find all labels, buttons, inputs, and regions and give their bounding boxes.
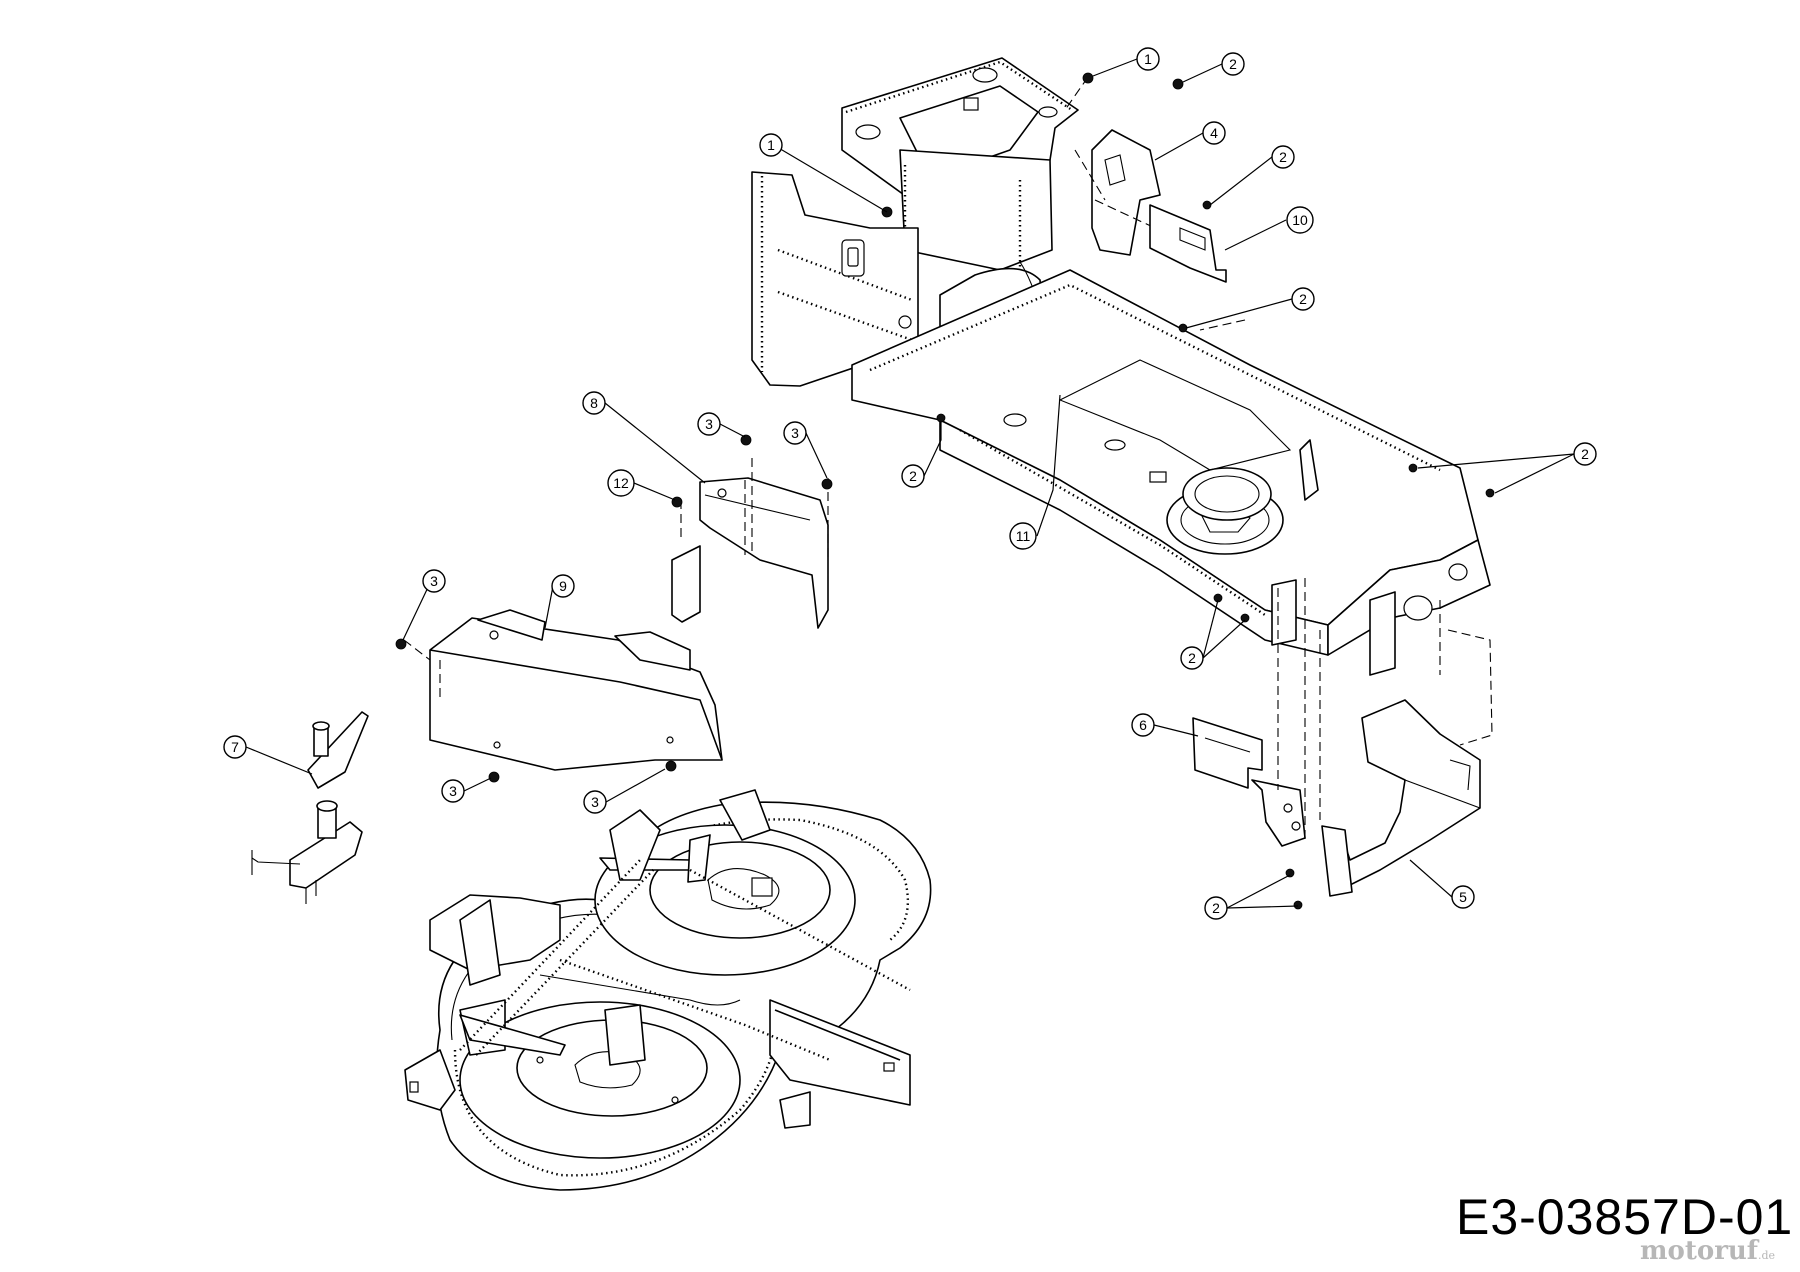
callout-7: 7 (223, 735, 247, 759)
callout-label: 7 (231, 739, 239, 755)
callout-2-top: 2 (1221, 52, 1245, 76)
callout-label: 3 (705, 416, 713, 432)
callout-2-frame-bottom: 2 (901, 464, 925, 488)
callout-2-mid-right: 2 (1180, 646, 1204, 670)
watermark-suffix: .de (1758, 1249, 1776, 1262)
part-5-bracket (1251, 699, 1481, 897)
callout-label: 9 (559, 578, 567, 594)
callout-label: 3 (430, 573, 438, 589)
main-frame (751, 57, 1491, 676)
leader-lines (245, 58, 1575, 909)
callout-3-upper-a: 3 (697, 412, 721, 436)
part-9-shroud (429, 609, 723, 771)
callout-label: 1 (767, 137, 775, 153)
callout-label: 12 (613, 475, 629, 491)
callout-11: 11 (1009, 522, 1037, 550)
callout-4: 4 (1202, 121, 1226, 145)
part-8-bracket (671, 477, 829, 629)
callout-label: 11 (1016, 528, 1031, 544)
callout-9: 9 (551, 574, 575, 598)
part-6-plate (1192, 717, 1263, 789)
callout-label: 6 (1139, 717, 1147, 733)
callout-label: 2 (909, 468, 917, 484)
callout-1-top: 1 (1136, 47, 1160, 71)
callout-label: 2 (1299, 291, 1307, 307)
part-7-idler (251, 711, 369, 904)
watermark-logo: motoruf.de (1640, 1236, 1775, 1266)
bracket-10 (1149, 204, 1227, 283)
watermark-brand: motoruf (1640, 1236, 1758, 1266)
callout-2-bracket: 2 (1271, 145, 1295, 169)
fasteners (395, 72, 1495, 910)
callout-2-rear-right: 2 (1573, 442, 1597, 466)
callout-label: 3 (449, 783, 457, 799)
callout-label: 3 (591, 794, 599, 810)
callout-label: 2 (1229, 56, 1237, 72)
callout-3-lower-b: 3 (583, 790, 607, 814)
callout-1-left: 1 (759, 133, 783, 157)
callout-3-lower-a: 3 (441, 779, 465, 803)
callout-label: 2 (1279, 149, 1287, 165)
callout-10: 10 (1286, 206, 1314, 234)
callout-label: 2 (1581, 446, 1589, 462)
callout-6: 6 (1131, 713, 1155, 737)
callout-label: 1 (1144, 51, 1152, 67)
callout-label: 10 (1292, 212, 1308, 228)
assembly-lines (403, 76, 1493, 840)
callout-label: 2 (1188, 650, 1196, 666)
callout-3-shroud: 3 (422, 569, 446, 593)
drawing-code: E3-03857D-01 (1456, 1189, 1794, 1245)
mower-deck (404, 789, 932, 1191)
callout-2-frame: 2 (1291, 287, 1315, 311)
bracket-4 (1091, 129, 1171, 256)
callout-label: 4 (1210, 125, 1218, 141)
callout-label: 3 (791, 425, 799, 441)
callout-2-lower-right: 2 (1204, 896, 1228, 920)
callout-label: 2 (1212, 900, 1220, 916)
callout-12: 12 (607, 469, 635, 497)
callout-8: 8 (582, 391, 606, 415)
callout-label: 5 (1459, 889, 1467, 905)
callout-3-upper-b: 3 (783, 421, 807, 445)
callout-5: 5 (1451, 885, 1475, 909)
callout-label: 8 (590, 395, 598, 411)
